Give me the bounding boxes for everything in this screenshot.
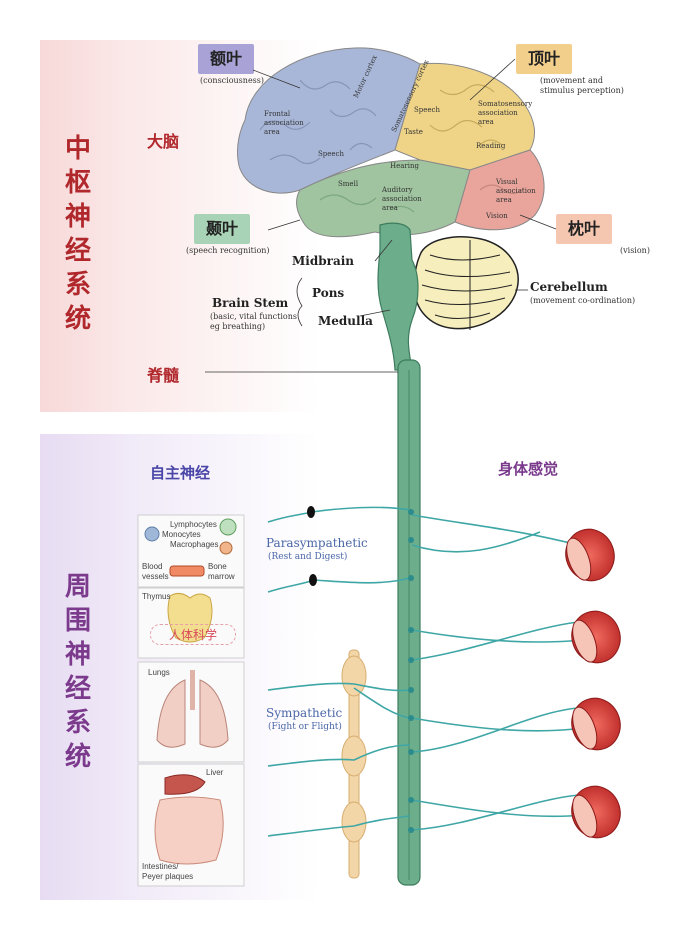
auditory-line3: area (382, 204, 398, 212)
cerebrum-label: 大脑 (147, 132, 180, 151)
frontal-lobe-note: (consciousness) (200, 76, 265, 85)
parasympathetic-label: Parasympathetic (266, 536, 368, 550)
auditory-line1: Auditory (382, 186, 413, 194)
parietal-lobe-note2: stimulus perception) (540, 86, 624, 95)
visual-line1: Visual (496, 178, 518, 186)
frontal-assoc-line3: area (264, 128, 280, 136)
frontal-assoc-line1: Frontal (264, 110, 291, 118)
somato-assoc-line3: area (478, 118, 494, 126)
cerebellum (414, 236, 519, 330)
sympathetic-chain (341, 649, 367, 879)
parietal-lobe-label: 顶叶 (516, 44, 573, 74)
speech-front-label: Speech (318, 150, 344, 158)
cerebellum-note: (movement co-ordination) (530, 296, 636, 305)
brain (237, 47, 545, 238)
visual-line3: area (496, 196, 512, 204)
autonomic-label: 自主神经 (150, 464, 211, 482)
sympathetic-label: Sympathetic (266, 706, 343, 720)
marrow-label: marrow (208, 572, 235, 581)
smell-label: Smell (338, 180, 359, 188)
midbrain-label: Midbrain (292, 254, 355, 268)
thymus-label: Thymus (142, 592, 171, 601)
reading-label: Reading (476, 142, 506, 150)
vision-label: Vision (486, 212, 508, 220)
brain-stem (377, 222, 419, 371)
lungs-label: Lungs (148, 668, 170, 677)
bone-label: Bone (208, 562, 227, 571)
cns-title: 中枢神经系统 (64, 134, 91, 334)
lymphocytes-label: Lymphocytes (170, 520, 217, 529)
taste-label: Taste (404, 128, 423, 136)
somato-assoc-line1: Somatosensory (478, 100, 533, 108)
monocytes-label: Monocytes (162, 530, 201, 539)
brainstem-title: Brain Stem (212, 296, 289, 310)
intestines-label1: Intestines/ (142, 862, 179, 871)
vessels-label: vessels (142, 572, 169, 581)
hearing-label: Hearing (390, 162, 419, 170)
spinal-cord-label: 脊髓 (147, 366, 180, 385)
somato-assoc-line2: association (478, 109, 518, 117)
parasympathetic-sub: (Rest and Digest) (268, 552, 348, 562)
frontal-assoc-line2: association (264, 119, 304, 127)
occipital-lobe-note: (vision) (620, 246, 650, 255)
occipital-lobe (454, 149, 545, 231)
frontal-lobe (237, 47, 421, 194)
intestines-label2: Peyer plaques (142, 872, 194, 881)
auditory-line2: association (382, 195, 422, 203)
blood-label: Blood (142, 562, 163, 571)
speech-top-label: Speech (414, 106, 440, 114)
pns-title: 周围神经系统 (64, 572, 91, 772)
occipital-lobe-label: 枕叶 (556, 214, 613, 244)
temporal-lobe-note: (speech recognition) (186, 246, 270, 255)
temporal-lobe-label: 颞叶 (194, 214, 251, 244)
brainstem-note1: (basic, vital functions (210, 312, 297, 321)
liver-label: Liver (206, 768, 224, 777)
muscle-fibers (565, 528, 621, 839)
somatic-label: 身体感觉 (498, 460, 559, 478)
visual-line2: association (496, 187, 536, 195)
frontal-lobe-label: 额叶 (198, 44, 255, 74)
brainstem-note2: eg breathing) (210, 322, 266, 331)
sympathetic-sub: (Fight or Flight) (268, 722, 342, 732)
macrophages-label: Macrophages (170, 540, 219, 549)
pons-label: Pons (312, 286, 345, 300)
medulla-label: Medulla (318, 314, 373, 328)
cerebellum-label: Cerebellum (530, 280, 608, 294)
parietal-lobe-note1: (movement and (540, 76, 604, 85)
watermark: 人体科学 (150, 624, 237, 645)
